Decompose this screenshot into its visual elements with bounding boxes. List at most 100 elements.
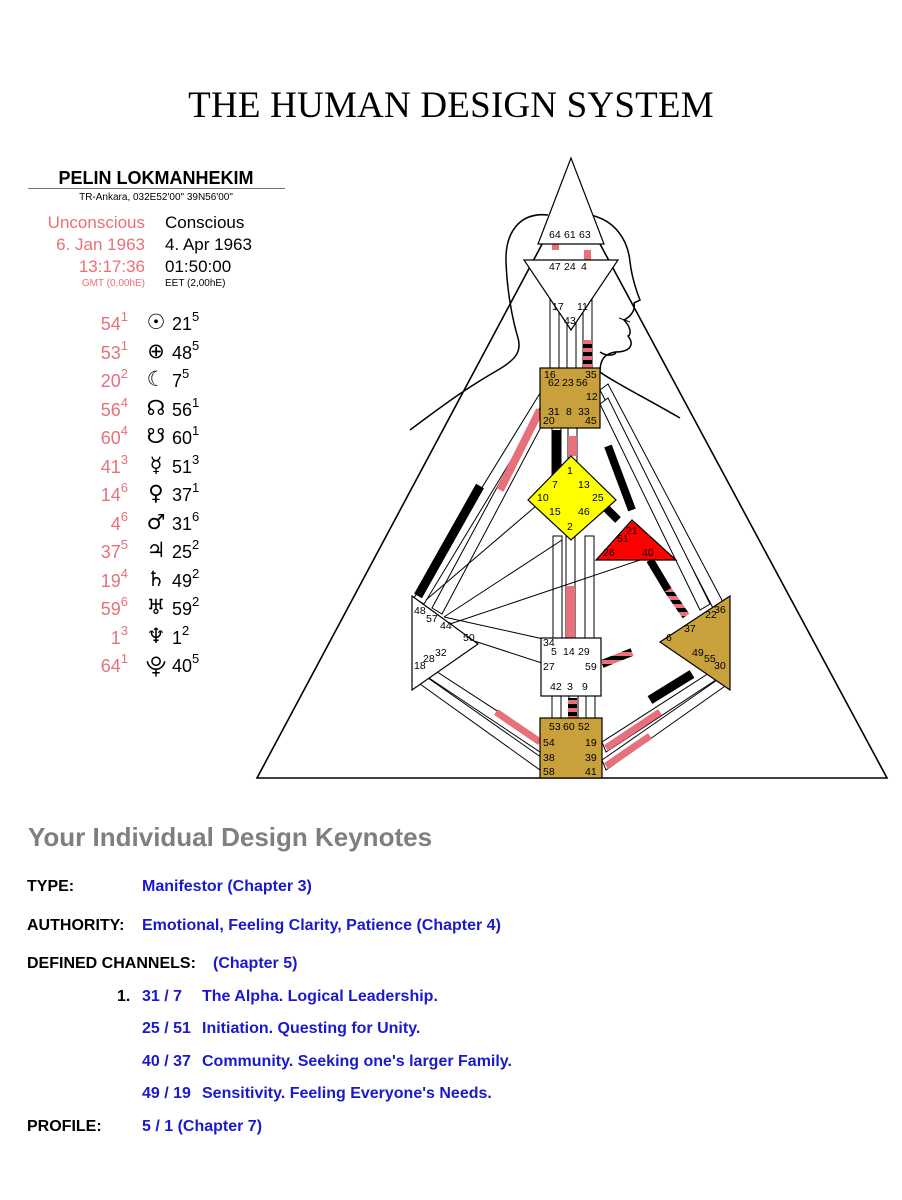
channel-pink-segment (566, 586, 575, 638)
authority-label: AUTHORITY: (27, 917, 125, 934)
gate-label: 40 (642, 547, 654, 559)
unconscious-activation: 596 (100, 594, 128, 619)
planet-row: 641⯓405 (0, 651, 300, 679)
saturn-icon: ♄ (146, 566, 166, 591)
gate-label: 62 (548, 377, 560, 389)
gate-label: 20 (543, 415, 555, 427)
unconscious-timezone: GMT (0,00hE) (81, 278, 145, 289)
gate-label: 31 (548, 406, 560, 418)
gate-label: 35 (585, 369, 597, 381)
channel-striped-segment (664, 587, 690, 619)
authority-value-link[interactable]: Emotional, Feeling Clarity, Patience (Ch… (142, 917, 501, 934)
gate-label: 11 (577, 301, 588, 313)
gate-label: 19 (585, 737, 597, 749)
gate-label: 46 (578, 506, 590, 518)
mercury-icon: ☿ (149, 452, 163, 477)
venus-icon: ♀ (148, 481, 164, 505)
south-node-icon: ☋ (146, 424, 166, 448)
gate-label: 47 (549, 261, 561, 273)
pluto-icon: ⯓ (145, 654, 167, 678)
gate-label: 32 (435, 647, 447, 659)
planet-row: 194♄492 (0, 565, 300, 594)
channel-gates: 40 / 37 (142, 1053, 191, 1070)
conscious-activation: 215 (172, 309, 200, 334)
type-value-link[interactable]: Manifestor (Chapter 3) (142, 878, 312, 895)
gate-label: 1 (567, 465, 573, 477)
channel-black-segment (647, 670, 695, 704)
unconscious-label: Unconscious (47, 213, 145, 232)
unconscious-activation: 564 (100, 394, 128, 420)
gate-label: 45 (585, 415, 597, 427)
conscious-activation: 405 (172, 651, 200, 676)
north-node-icon: ☊ (146, 395, 166, 420)
gate-label: 55 (704, 653, 716, 665)
gate-label: 15 (549, 506, 561, 518)
gate-label: 28 (423, 653, 435, 665)
gate-label: 13 (578, 479, 590, 491)
unconscious-activation: 202 (100, 366, 128, 391)
unconscious-date: 6. Jan 1963 (56, 235, 145, 254)
gate-label: 54 (543, 737, 555, 749)
gate-label: 57 (426, 613, 438, 625)
planet-row: 46♂316 (0, 508, 300, 537)
channel-striped-segment (568, 698, 577, 718)
mars-icon: ♂ (146, 509, 166, 534)
channels-chapter-link[interactable]: (Chapter 5) (213, 955, 298, 972)
channels-label: DEFINED CHANNELS: (27, 955, 196, 972)
conscious-time: 01:50:00 (165, 257, 232, 276)
conscious-activation: 492 (172, 565, 200, 591)
planet-row: 375♃252 (0, 537, 300, 565)
unconscious-activation: 46 (110, 508, 128, 534)
unconscious-activation: 413 (100, 451, 128, 477)
gate-label: 52 (578, 721, 590, 733)
unconscious-time: 13:17:36 (78, 257, 145, 276)
gate-label: 9 (582, 681, 588, 693)
gate-label: 25 (592, 492, 604, 504)
gate-label: 18 (414, 660, 426, 672)
gate-label: 16 (544, 369, 556, 381)
channel-description: The Alpha. Logical Leadership. (202, 988, 438, 1005)
unconscious-activation: 541 (100, 309, 128, 334)
gate-label: 51 (617, 533, 629, 545)
unconscious-activation: 146 (100, 480, 128, 505)
gate-label: 17 (552, 301, 564, 313)
gate-label: 49 (692, 647, 704, 659)
gate-label: 30 (714, 660, 726, 672)
person-location: TR-Ankara, 032E52'00" 39N56'00" (79, 192, 233, 203)
gate-label: 50 (463, 632, 475, 644)
gate-label: 8 (566, 406, 572, 418)
gate-label: 63 (579, 229, 591, 241)
smile-line (618, 317, 631, 323)
sun-icon: ☉ (146, 310, 166, 334)
gate-label: 61 (564, 229, 576, 241)
planet-row: 531⊕485 (0, 338, 300, 366)
spleen-center (411, 594, 480, 692)
gate-label: 59 (585, 661, 597, 673)
conscious-activation: 252 (172, 537, 200, 562)
gate-label: 43 (564, 315, 576, 327)
gate-label: 39 (585, 752, 597, 764)
conscious-activation: 601 (172, 423, 200, 448)
gate-label: 21 (626, 525, 638, 537)
throat-center (539, 367, 601, 429)
solar-plexus-center (658, 594, 731, 692)
profile-value-link[interactable]: 5 / 1 (Chapter 7) (142, 1118, 263, 1135)
channel-description: Community. Seeking one's larger Family. (202, 1053, 512, 1070)
channel-black-segment (646, 557, 672, 593)
conscious-activation: 75 (172, 366, 190, 391)
gate-label: 3 (567, 681, 573, 693)
gate-label: 5 (551, 646, 557, 658)
channel-gates: 25 / 51 (142, 1020, 191, 1037)
planet-row: 13♆12 (0, 623, 300, 651)
gate-label: 2 (567, 521, 573, 533)
conscious-activation: 561 (172, 394, 200, 420)
planet-row: 146♀371 (0, 480, 300, 508)
gate-label: 48 (414, 605, 426, 617)
uranus-icon: ♅ (146, 595, 166, 619)
channel-description: Initiation. Questing for Unity. (202, 1020, 421, 1037)
page-title: THE HUMAN DESIGN SYSTEM (188, 85, 714, 126)
gate-label: 23 (562, 377, 574, 389)
gate-label: 60 (563, 721, 575, 733)
conscious-label: Conscious (165, 213, 245, 232)
channel-black-segment (552, 430, 561, 486)
